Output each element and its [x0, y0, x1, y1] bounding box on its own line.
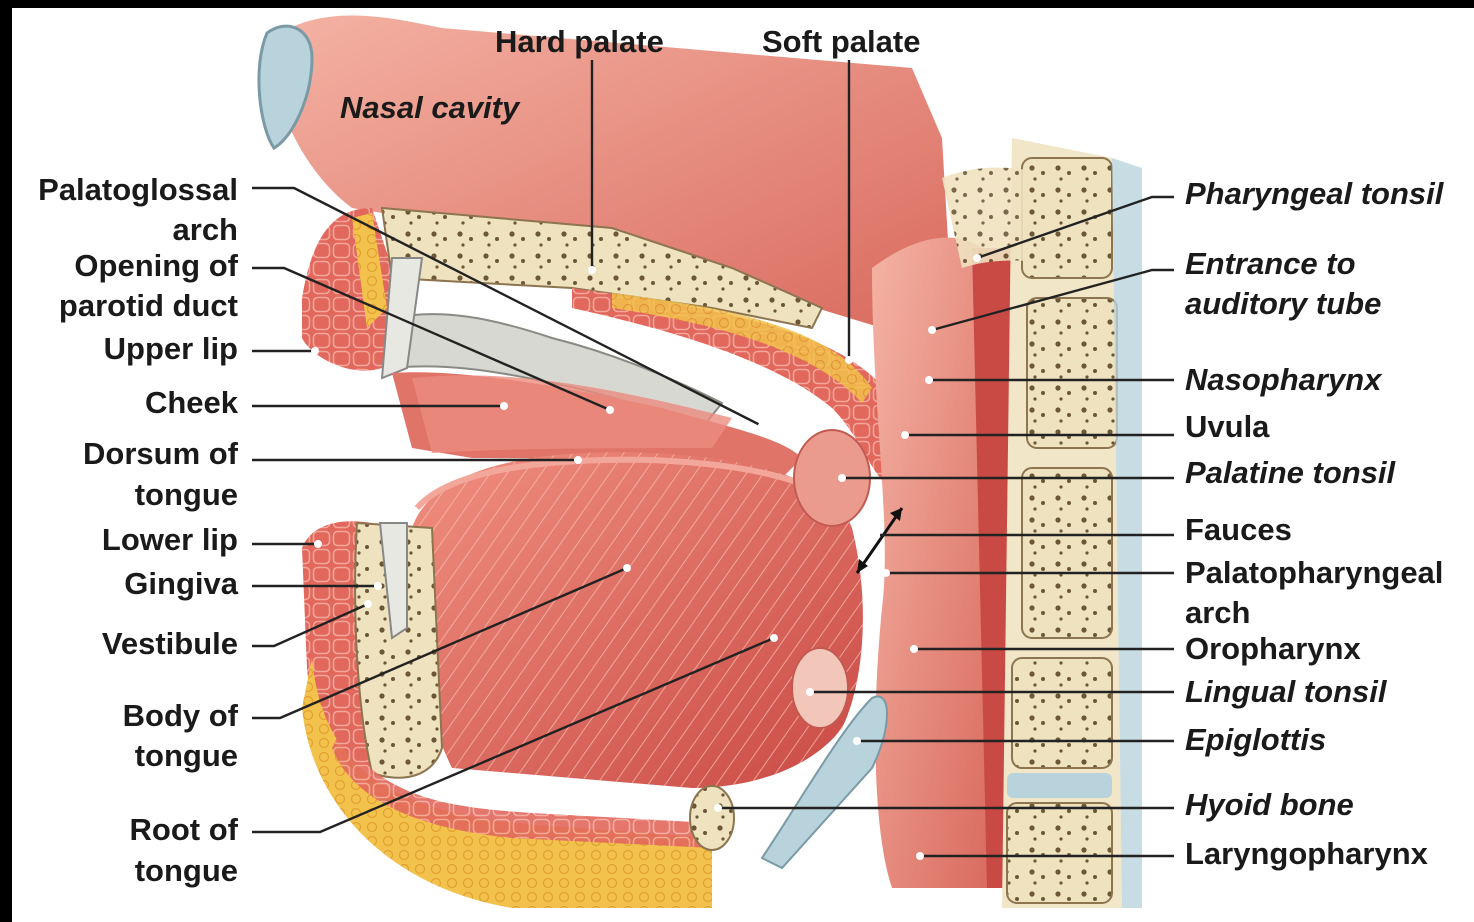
vertebra-3: [1022, 468, 1112, 638]
dot-palatopharyngeal: [882, 569, 890, 577]
dot-oropharynx: [910, 645, 918, 653]
label-nasopharynx: Nasopharynx: [1185, 360, 1381, 400]
label-palatine-tonsil: Palatine tonsil: [1185, 453, 1395, 493]
label-soft-palate: Soft palate: [762, 22, 920, 62]
dot-palatoglossal: [758, 422, 766, 430]
label-gingiva: Gingiva: [124, 564, 238, 604]
label-hard-palate: Hard palate: [495, 22, 664, 62]
hyoid-bone-shape: [690, 786, 734, 850]
label-lower-lip: Lower lip: [102, 520, 238, 560]
dot-hard-palate: [588, 266, 596, 274]
dot-lingual: [806, 688, 814, 696]
label-hyoid-bone: Hyoid bone: [1185, 785, 1354, 825]
illustration-panel: Nasal cavity Hard palate Soft palate Pal…: [12, 8, 1474, 922]
dot-body: [623, 564, 631, 572]
label-body-1: Body of: [123, 696, 238, 736]
label-parotid-1: Opening of: [74, 246, 238, 286]
dot-dorsum: [574, 456, 582, 464]
label-lingual-tonsil: Lingual tonsil: [1185, 672, 1387, 712]
dot-laryngopharynx: [916, 852, 924, 860]
dot-gingiva: [374, 582, 382, 590]
label-auditory-2: auditory tube: [1185, 284, 1381, 324]
label-epiglottis: Epiglottis: [1185, 720, 1326, 760]
label-nasal-cavity: Nasal cavity: [340, 88, 519, 128]
label-palatoglossal-1: Palatoglossal: [38, 170, 238, 210]
label-root-2: tongue: [135, 851, 238, 891]
label-parotid-2: parotid duct: [59, 286, 238, 326]
label-body-2: tongue: [135, 736, 238, 776]
intervertebral-disc: [1007, 773, 1112, 798]
label-root-1: Root of: [130, 810, 238, 850]
vertebra-4: [1012, 658, 1112, 768]
label-cheek: Cheek: [145, 383, 238, 423]
dot-lower-lip: [314, 540, 322, 548]
label-palatopharyngeal-1: Palatopharyngeal: [1185, 553, 1443, 593]
tongue-fibers: [411, 452, 863, 788]
dot-hyoid: [714, 804, 722, 812]
dot-nasopharynx: [925, 376, 933, 384]
dot-epiglottis: [853, 737, 861, 745]
label-upper-lip: Upper lip: [104, 329, 238, 369]
lingual-tonsil-shape: [792, 648, 848, 728]
label-palatopharyngeal-2: arch: [1185, 593, 1250, 633]
dot-parotid: [606, 406, 614, 414]
label-oropharynx: Oropharynx: [1185, 629, 1361, 669]
label-pharyngeal-tonsil: Pharyngeal tonsil: [1185, 174, 1443, 214]
label-vestibule: Vestibule: [102, 624, 238, 664]
dot-uvula: [901, 431, 909, 439]
vertebra-5: [1007, 803, 1112, 903]
label-uvula: Uvula: [1185, 407, 1269, 447]
dot-palatine: [838, 474, 846, 482]
label-palatoglossal-2: arch: [173, 210, 238, 250]
vertebra-2: [1027, 298, 1117, 448]
dot-vestibule: [364, 600, 372, 608]
label-dorsum-2: tongue: [135, 475, 238, 515]
label-dorsum-1: Dorsum of: [83, 434, 238, 474]
dot-pharyngeal-tonsil: [973, 254, 981, 262]
pharynx-shape: [872, 238, 992, 888]
label-laryngopharynx: Laryngopharynx: [1185, 834, 1428, 874]
dot-cheek: [500, 402, 508, 410]
dot-soft-palate: [845, 356, 853, 364]
label-fauces: Fauces: [1185, 510, 1292, 550]
dot-auditory: [928, 326, 936, 334]
label-auditory-1: Entrance to: [1185, 244, 1356, 284]
dot-root: [770, 634, 778, 642]
dot-upper-lip: [311, 347, 319, 355]
